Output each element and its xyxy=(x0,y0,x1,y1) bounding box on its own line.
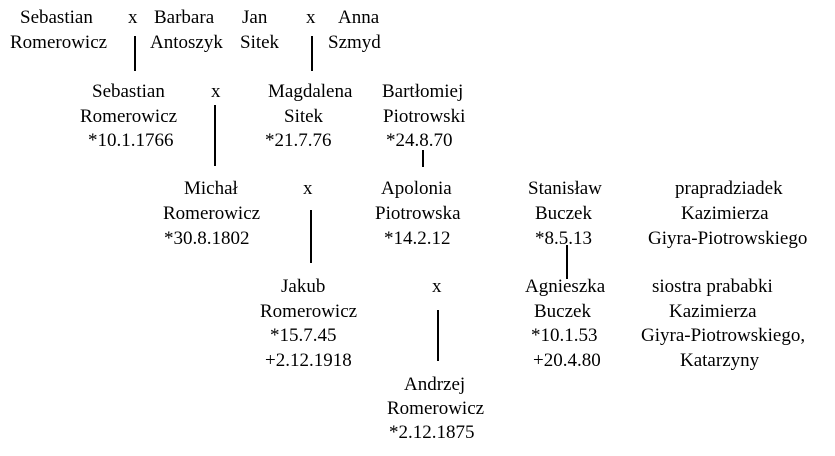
g1-jan-surname: Sitek xyxy=(240,32,280,53)
g3-marriage-symbol: x xyxy=(303,178,313,199)
g3-stanislaw-first-name: Stanisław xyxy=(528,178,602,199)
g2-sebastian-first-name: Sebastian xyxy=(92,81,165,102)
g1-wife-first-name: Barbara xyxy=(154,7,215,28)
g3-note-line-3: Giyra-Piotrowskiego xyxy=(648,228,808,249)
g3-michal-surname: Romerowicz xyxy=(163,203,261,224)
g4-agnieszka-death: +20.4.80 xyxy=(533,350,601,371)
descent-line xyxy=(437,310,439,361)
descent-line xyxy=(310,210,312,263)
g5-andrzej-first-name: Andrzej xyxy=(404,374,466,395)
g3-michal-first-name: Michał xyxy=(184,178,238,199)
g4-marriage-symbol: x xyxy=(432,276,442,297)
g2-sebastian-birth: *10.1.1766 xyxy=(88,130,174,151)
descent-line xyxy=(311,36,313,71)
g2-magdalena-surname: Sitek xyxy=(284,106,324,127)
g3-apolonia-birth: *14.2.12 xyxy=(384,228,451,249)
g1-wife-surname: Antoszyk xyxy=(150,32,223,53)
g4-jakub-death: +2.12.1918 xyxy=(265,350,352,371)
g2-marriage-symbol: x xyxy=(211,81,221,102)
g3-apolonia-first-name: Apolonia xyxy=(381,178,452,199)
g5-andrzej-birth: *2.12.1875 xyxy=(389,422,475,443)
g2-bartlomiej-birth: *24.8.70 xyxy=(386,130,453,151)
g4-note-line-4: Katarzyny xyxy=(680,350,760,371)
g3-note-line-2: Kazimierza xyxy=(681,203,769,224)
g4-jakub-first-name: Jakub xyxy=(281,276,326,297)
g2-magdalena-birth: *21.7.76 xyxy=(265,130,332,151)
g1-marriage-symbol-right: x xyxy=(306,7,316,28)
descent-line xyxy=(134,36,136,71)
descent-line xyxy=(214,105,216,166)
g1-jan-first-name: Jan xyxy=(242,7,268,28)
g3-apolonia-surname: Piotrowska xyxy=(375,203,461,224)
g2-sebastian-surname: Romerowicz xyxy=(80,106,178,127)
descent-line xyxy=(566,245,568,279)
g5-andrzej-surname: Romerowicz xyxy=(387,398,485,419)
g1-marriage-symbol-left: x xyxy=(128,7,138,28)
g1-anna-first-name: Anna xyxy=(338,7,380,28)
g4-jakub-birth: *15.7.45 xyxy=(270,325,337,346)
g1-husband-surname: Romerowicz xyxy=(10,32,108,53)
g4-agnieszka-surname: Buczek xyxy=(534,301,591,322)
g3-note-line-1: prapradziadek xyxy=(675,178,783,199)
g4-agnieszka-birth: *10.1.53 xyxy=(531,325,598,346)
g3-michal-birth: *30.8.1802 xyxy=(164,228,250,249)
g4-note-line-1: siostra prababki xyxy=(652,276,773,297)
g3-stanislaw-surname: Buczek xyxy=(535,203,592,224)
g1-husband-first-name: Sebastian xyxy=(20,7,93,28)
g2-bartlomiej-first-name: Bartłomiej xyxy=(382,81,464,102)
descent-line xyxy=(422,150,424,167)
g1-anna-surname: Szmyd xyxy=(328,32,381,53)
g3-stanislaw-birth: *8.5.13 xyxy=(535,228,592,249)
g2-bartlomiej-surname: Piotrowski xyxy=(383,106,466,127)
g4-agnieszka-first-name: Agnieszka xyxy=(525,276,606,297)
g4-jakub-surname: Romerowicz xyxy=(260,301,358,322)
g2-magdalena-first-name: Magdalena xyxy=(268,81,353,102)
g4-note-line-2: Kazimierza xyxy=(669,301,757,322)
g4-note-line-3: Giyra-Piotrowskiego, xyxy=(641,325,806,346)
